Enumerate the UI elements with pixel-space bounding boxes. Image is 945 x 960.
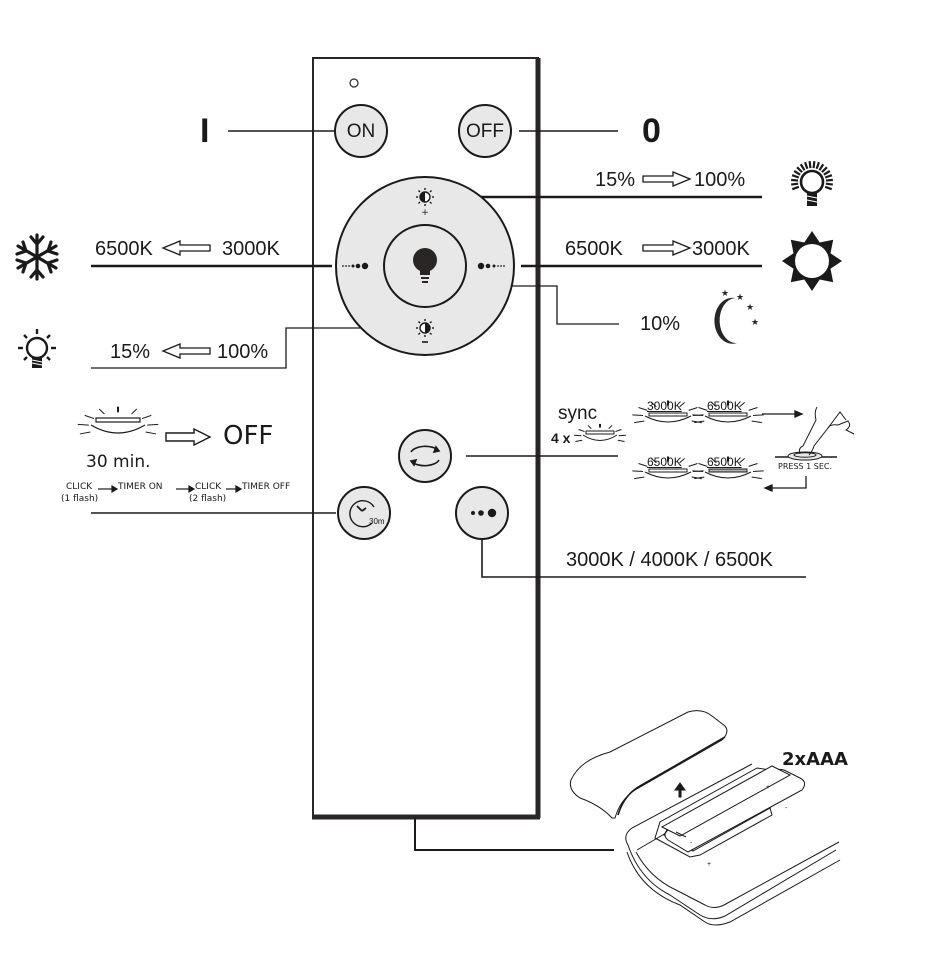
sync-press-label: PRESS 1 SEC. [778, 462, 833, 471]
sync-count: 4 x [551, 430, 571, 446]
brightness-up-to: 100% [694, 169, 746, 191]
leader-lines [91, 130, 806, 851]
clock-icon [349, 500, 375, 528]
sync-lamp-4-label: 6500K [707, 455, 742, 469]
svg-text:-: - [785, 805, 788, 812]
sync-lamp-3-label: 6500K [647, 455, 682, 469]
dots-right-icon [477, 262, 505, 270]
timer-step-click-1: CLICK [66, 482, 93, 492]
arrow-right-icon [165, 427, 212, 447]
sync-lamps [632, 400, 764, 480]
night-value: 10% [640, 313, 681, 335]
brightness-down-to: 100% [217, 341, 269, 363]
finger-press-icon [775, 406, 855, 461]
off-button[interactable] [458, 104, 512, 158]
brightness-plus-icon: + [416, 188, 434, 218]
bulb-dim-icon [18, 329, 56, 368]
cct-warm-from: 6500K [565, 238, 623, 260]
svg-text:-: - [690, 840, 693, 847]
sync-arrows-icon [409, 445, 441, 467]
off-symbol: 0 [642, 112, 661, 150]
timer-result: OFF [223, 421, 274, 451]
sync-title: sync [558, 403, 598, 424]
timer-flow-arrows [98, 484, 243, 494]
cct-cool-to: 3000K [222, 238, 280, 260]
sun-icon [782, 231, 842, 291]
cct-cycle-value: 3000K / 4000K / 6500K [566, 549, 773, 571]
bulb-bright-icon [790, 161, 834, 206]
brightness-up-button[interactable]: + [400, 180, 450, 220]
on-button[interactable] [334, 104, 388, 158]
svg-text:★: ★ [746, 303, 754, 313]
cct-warm-to: 3000K [692, 238, 750, 260]
brightness-minus-icon [416, 319, 434, 343]
timer-step-timer-off: TIMER OFF [242, 482, 291, 492]
svg-text:★: ★ [736, 293, 744, 303]
sync-lamp-icon [692, 456, 764, 480]
arrow-left-icon [161, 240, 211, 256]
brightness-down-button[interactable] [400, 312, 450, 352]
svg-text:★: ★ [721, 289, 729, 299]
night-light-button[interactable] [383, 224, 467, 308]
sync-lamp-icon [692, 400, 764, 424]
arrow-right-icon-3 [642, 240, 692, 256]
timer-button[interactable]: 30m [337, 486, 391, 540]
sync-button[interactable] [398, 429, 452, 483]
cct-warm-button[interactable] [472, 252, 512, 280]
on-symbol: I [200, 112, 210, 150]
sync-flow-arrows [762, 410, 807, 492]
bulb-icon [413, 248, 437, 283]
ceiling-lamp-icon [77, 406, 159, 435]
arrow-right-icon-2 [642, 171, 692, 187]
timer-duration: 30 min. [86, 452, 151, 472]
brightness-up-from: 15% [595, 169, 636, 191]
battery-label: 2xAAA [782, 749, 848, 770]
three-dots-icon [471, 508, 497, 518]
cct-cycle-button[interactable] [455, 486, 509, 540]
cct-cool-from: 6500K [95, 238, 153, 260]
sync-lamp-1-label: 3000K [647, 399, 682, 413]
snowflake-icon [15, 233, 59, 281]
timer-button-text: 30m [369, 517, 385, 526]
timer-step-click-2: CLICK [195, 482, 222, 492]
svg-text:+: + [766, 784, 770, 791]
dots-left-icon [342, 262, 369, 270]
arrow-left-icon-2 [161, 343, 211, 359]
cct-cool-button[interactable] [338, 252, 378, 280]
timer-step-timer-on: TIMER ON [118, 482, 163, 492]
sync-small-lamp-icon [574, 423, 626, 442]
brightness-down-from: 15% [110, 341, 151, 363]
timer-step-click-2-note: (2 flash) [189, 494, 227, 504]
timer-step-click-1-note: (1 flash) [61, 494, 99, 504]
svg-text:+: + [707, 861, 711, 868]
battery-compartment-icon: + + - - [569, 710, 841, 926]
svg-text:+: + [421, 208, 429, 218]
svg-text:★: ★ [751, 318, 759, 328]
sync-lamp-2-label: 6500K [707, 399, 742, 413]
moon-stars-icon: ★★★★ [714, 289, 759, 344]
indicator-led [349, 78, 359, 88]
